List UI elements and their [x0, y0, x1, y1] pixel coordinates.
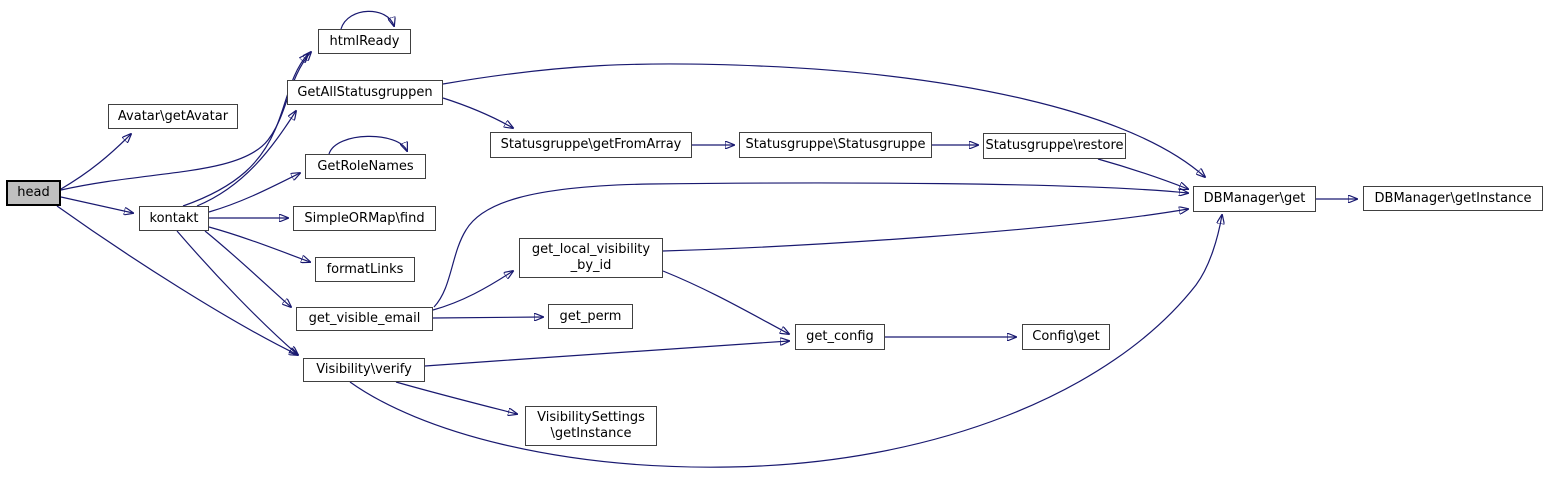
edge-htmlready-self-loop	[340, 10, 394, 30]
node-head[interactable]: head	[6, 180, 61, 206]
edge-kontakt-visibility-verify	[176, 230, 298, 355]
node-getrolenames[interactable]: GetRoleNames	[305, 154, 426, 179]
edge-kontakt-htmlready	[182, 54, 308, 207]
node-get-config[interactable]: get_config	[795, 324, 885, 350]
node-dbmanager-getinstance[interactable]: DBManager\getInstance	[1363, 186, 1543, 211]
edge-kontakt-getallstatusgruppen	[196, 111, 296, 207]
edge-getrolenames-self-loop	[328, 135, 407, 155]
node-get-perm[interactable]: get_perm	[548, 304, 633, 329]
node-get-local-visibility-by-id[interactable]: get_local_visibility _by_id	[519, 238, 663, 278]
node-get-visible-email[interactable]: get_visible_email	[296, 307, 433, 331]
node-statusgruppe-restore[interactable]: Statusgruppe\restore	[983, 133, 1126, 159]
edge-get-local-visibility-by-id-dbmanager-get	[662, 209, 1188, 252]
edge-statusgruppe-restore-dbmanager-get	[1097, 158, 1188, 189]
node-avatar-getavatar[interactable]: Avatar\getAvatar	[108, 104, 238, 129]
node-config-get[interactable]: Config\get	[1022, 324, 1110, 350]
node-statusgruppe-statusgruppe[interactable]: Statusgruppe\Statusgruppe	[739, 132, 932, 158]
edge-head-visibility-verify	[56, 205, 298, 355]
node-visibility-verify[interactable]: Visibility\verify	[303, 358, 425, 382]
node-visibilitysettings-getinstance[interactable]: VisibilitySettings \getInstance	[525, 406, 657, 446]
edge-visibility-verify-visibilitysettings-getinstance	[395, 381, 517, 414]
edge-getallstatusgruppen-statusgruppe-getfromarray	[442, 97, 513, 128]
edge-kontakt-getrolenames	[208, 173, 300, 213]
edge-kontakt-get-visible-email	[204, 230, 291, 307]
edge-kontakt-formatlinks	[208, 226, 310, 262]
node-simpleormap-find[interactable]: SimpleORMap\find	[293, 206, 436, 231]
edge-get-visible-email-get-perm	[432, 317, 543, 318]
edge-getallstatusgruppen-dbmanager-get	[442, 63, 1205, 177]
node-htmlready[interactable]: htmlReady	[318, 29, 411, 54]
node-statusgruppe-getfromarray[interactable]: Statusgruppe\getFromArray	[490, 132, 692, 158]
edge-head-avatar-getavatar	[60, 134, 131, 190]
edge-visibility-verify-get-config	[424, 341, 789, 367]
edge-visibility-verify-dbmanager-get	[349, 215, 1222, 468]
node-getallstatusgruppen[interactable]: GetAllStatusgruppen	[287, 80, 443, 105]
edge-get-visible-email-dbmanager-get	[433, 182, 1188, 308]
edge-head-kontakt	[60, 196, 133, 213]
edge-get-visible-email-get-local-visibility-by-id	[432, 271, 513, 311]
edge-get-local-visibility-by-id-get-config	[662, 270, 789, 334]
node-kontakt[interactable]: kontakt	[139, 206, 209, 231]
node-dbmanager-get[interactable]: DBManager\get	[1193, 186, 1316, 212]
node-formatlinks[interactable]: formatLinks	[315, 257, 415, 282]
